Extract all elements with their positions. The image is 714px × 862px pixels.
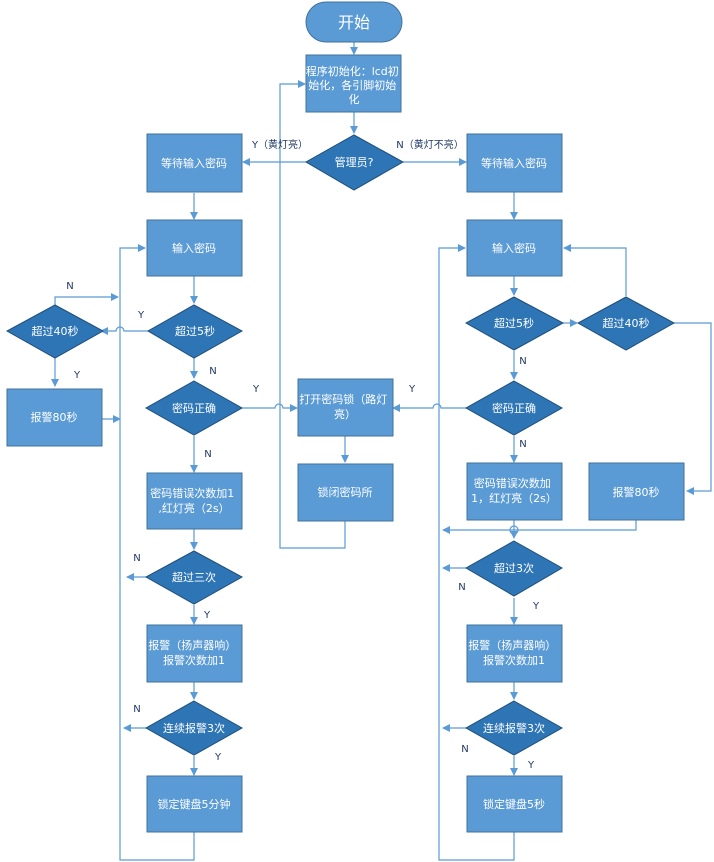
node-lock-right: 锁定键盘5秒 [466, 775, 563, 833]
svg-text:管理员?: 管理员? [335, 155, 374, 169]
node-init: 程序初始化：lcd初 始化，各引脚初始 化 [305, 54, 403, 113]
node-cont-left: 连续报警3次 [144, 700, 244, 756]
svg-text:N: N [461, 744, 468, 755]
label-yes-yellow: Y（黄灯亮） [251, 138, 308, 151]
svg-text:密码正确: 密码正确 [492, 401, 536, 415]
node-start: 开始 [305, 1, 403, 43]
svg-text:N: N [204, 449, 211, 460]
node-pwd-ok-left: 密码正确 [144, 380, 244, 436]
connectors [51, 42, 712, 861]
svg-text:Y: Y [527, 760, 535, 771]
svg-text:N: N [458, 582, 465, 593]
svg-text:锁定键盘5分钟: 锁定键盘5分钟 [158, 797, 231, 811]
svg-text:N: N [66, 281, 73, 292]
svg-text:输入密码: 输入密码 [492, 241, 536, 255]
svg-text:Y: Y [408, 384, 416, 395]
svg-text:超过40秒: 超过40秒 [603, 316, 650, 330]
node-over3-left: 超过三次 [144, 550, 244, 605]
svg-text:超过3次: 超过3次 [494, 561, 534, 575]
svg-text:Y: Y [252, 384, 260, 395]
svg-text:N: N [133, 553, 140, 564]
svg-text:报警80秒: 报警80秒 [613, 485, 660, 499]
init-label: 程序初始化：lcd初 始化，各引脚初始 化 [306, 64, 403, 106]
node-input-right: 输入密码 [466, 219, 563, 277]
svg-text:超过5秒: 超过5秒 [175, 324, 215, 338]
node-over40-left: 超过40秒 [5, 304, 105, 359]
svg-text:超过三次: 超过三次 [172, 570, 216, 584]
node-buzz-right: 报警（扬声器响） 报警次数加1 [466, 624, 563, 683]
node-alarm80-right: 报警80秒 [588, 462, 685, 521]
label-no-yellow: N（黄灯不亮） [396, 138, 463, 151]
node-open-lock: 打开密码锁（路灯 亮） [297, 378, 394, 437]
node-wait-right: 等待输入密码 [466, 133, 563, 193]
svg-text:报警（扬声器响） 报警次数加1: 报警（扬声器响） 报警次数加1 [148, 638, 240, 667]
node-over5-right: 超过5秒 [464, 296, 565, 351]
svg-text:N: N [133, 704, 140, 715]
svg-text:Y: Y [532, 601, 540, 612]
svg-text:N: N [519, 356, 526, 367]
node-admin: 管理员? [304, 134, 405, 191]
svg-text:超过5秒: 超过5秒 [494, 316, 534, 330]
svg-text:报警80秒: 报警80秒 [31, 410, 78, 424]
svg-text:等待输入密码: 等待输入密码 [161, 156, 227, 170]
node-err-right: 密码错误次数加 1，红灯亮（2s） [466, 462, 563, 521]
start-label: 开始 [338, 13, 370, 32]
svg-text:输入密码: 输入密码 [172, 241, 216, 255]
svg-text:等待输入密码: 等待输入密码 [481, 156, 547, 170]
svg-text:报警（扬声器响） 报警次数加1: 报警（扬声器响） 报警次数加1 [468, 638, 560, 667]
svg-text:连续报警3次: 连续报警3次 [163, 721, 225, 735]
node-over40-right: 超过40秒 [576, 296, 676, 351]
node-err-left: 密码错误次数加1 ,红灯亮（2s） [146, 472, 243, 530]
svg-text:Y: Y [73, 370, 81, 381]
node-cont-right: 连续报警3次 [464, 700, 564, 756]
svg-text:Y: Y [214, 752, 222, 763]
svg-text:锁定键盘5秒: 锁定键盘5秒 [483, 797, 545, 811]
svg-text:密码错误次数加 1，红灯亮（2s）: 密码错误次数加 1，红灯亮（2s） [471, 476, 557, 505]
svg-text:Y: Y [203, 610, 211, 621]
svg-text:超过40秒: 超过40秒 [32, 324, 79, 338]
node-over3-right: 超过3次 [464, 540, 564, 597]
node-input-left: 输入密码 [146, 219, 243, 277]
svg-text:密码错误次数加1 ,红灯亮（2s）: 密码错误次数加1 ,红灯亮（2s） [150, 486, 238, 515]
node-wait-left: 等待输入密码 [146, 133, 243, 193]
svg-text:连续报警3次: 连续报警3次 [483, 721, 545, 735]
node-lock-left: 锁定键盘5分钟 [146, 775, 243, 833]
node-buzz-left: 报警（扬声器响） 报警次数加1 [146, 624, 243, 683]
node-pwd-ok-right: 密码正确 [464, 380, 564, 436]
edge-labels: Y（黄灯亮） N（黄灯不亮） N Y Y N Y N N Y N Y Y N N… [66, 138, 540, 771]
node-alarm80-left: 报警80秒 [6, 388, 103, 447]
svg-text:N: N [209, 366, 216, 377]
svg-text:锁闭密码所: 锁闭密码所 [318, 485, 373, 499]
node-over5-left: 超过5秒 [146, 304, 244, 359]
svg-text:密码正确: 密码正确 [172, 401, 216, 415]
svg-text:Y: Y [137, 310, 145, 321]
svg-text:打开密码锁（路灯 亮）: 打开密码锁（路灯 亮） [299, 392, 391, 421]
node-close-lock: 锁闭密码所 [297, 463, 394, 522]
svg-text:N: N [519, 439, 526, 450]
